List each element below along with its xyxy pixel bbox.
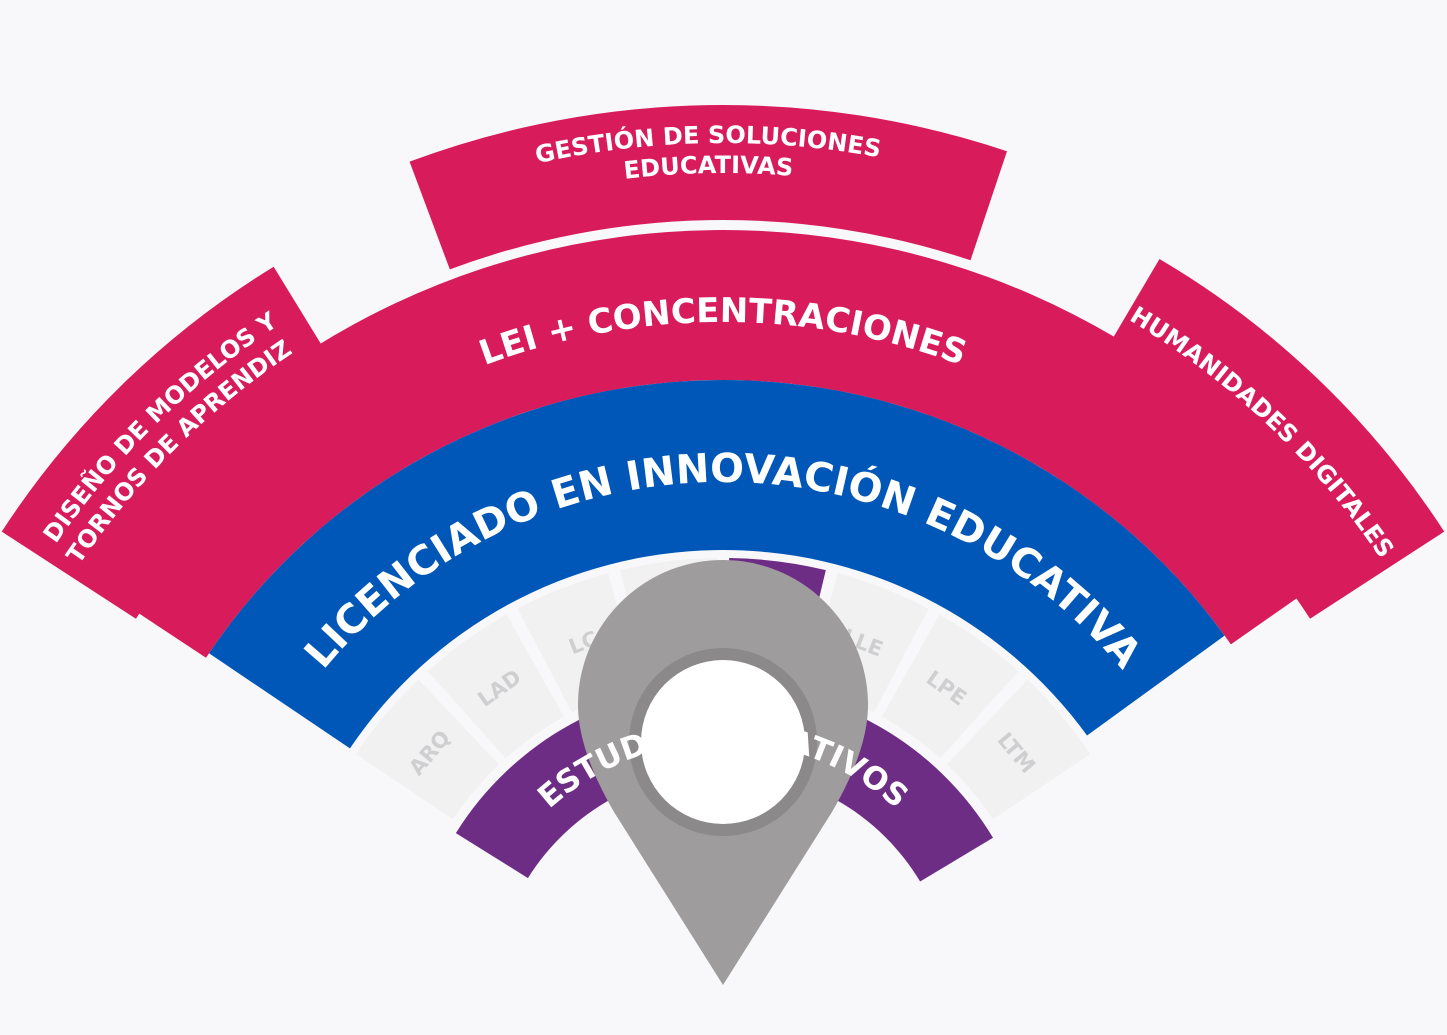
program-chip-lad: LAD — [427, 614, 564, 759]
program-chip-arq: ARQ — [355, 679, 500, 820]
location-pin-icon — [578, 560, 868, 985]
outer-segment-design — [1, 266, 358, 619]
outer-segment-management — [409, 104, 1007, 270]
program-chip-lpe: LPE — [882, 614, 1019, 759]
outer-segment-humanities — [1078, 259, 1445, 619]
concentrations-ring — [80, 230, 1354, 658]
program-chip-shape — [882, 614, 1019, 759]
program-chip-ltm: LTM — [946, 679, 1091, 820]
pin-hole — [641, 660, 805, 824]
degree-ring — [209, 380, 1225, 749]
program-chip-shape — [427, 614, 564, 759]
program-chip-shape — [355, 679, 500, 820]
program-chip-shape — [946, 679, 1091, 820]
